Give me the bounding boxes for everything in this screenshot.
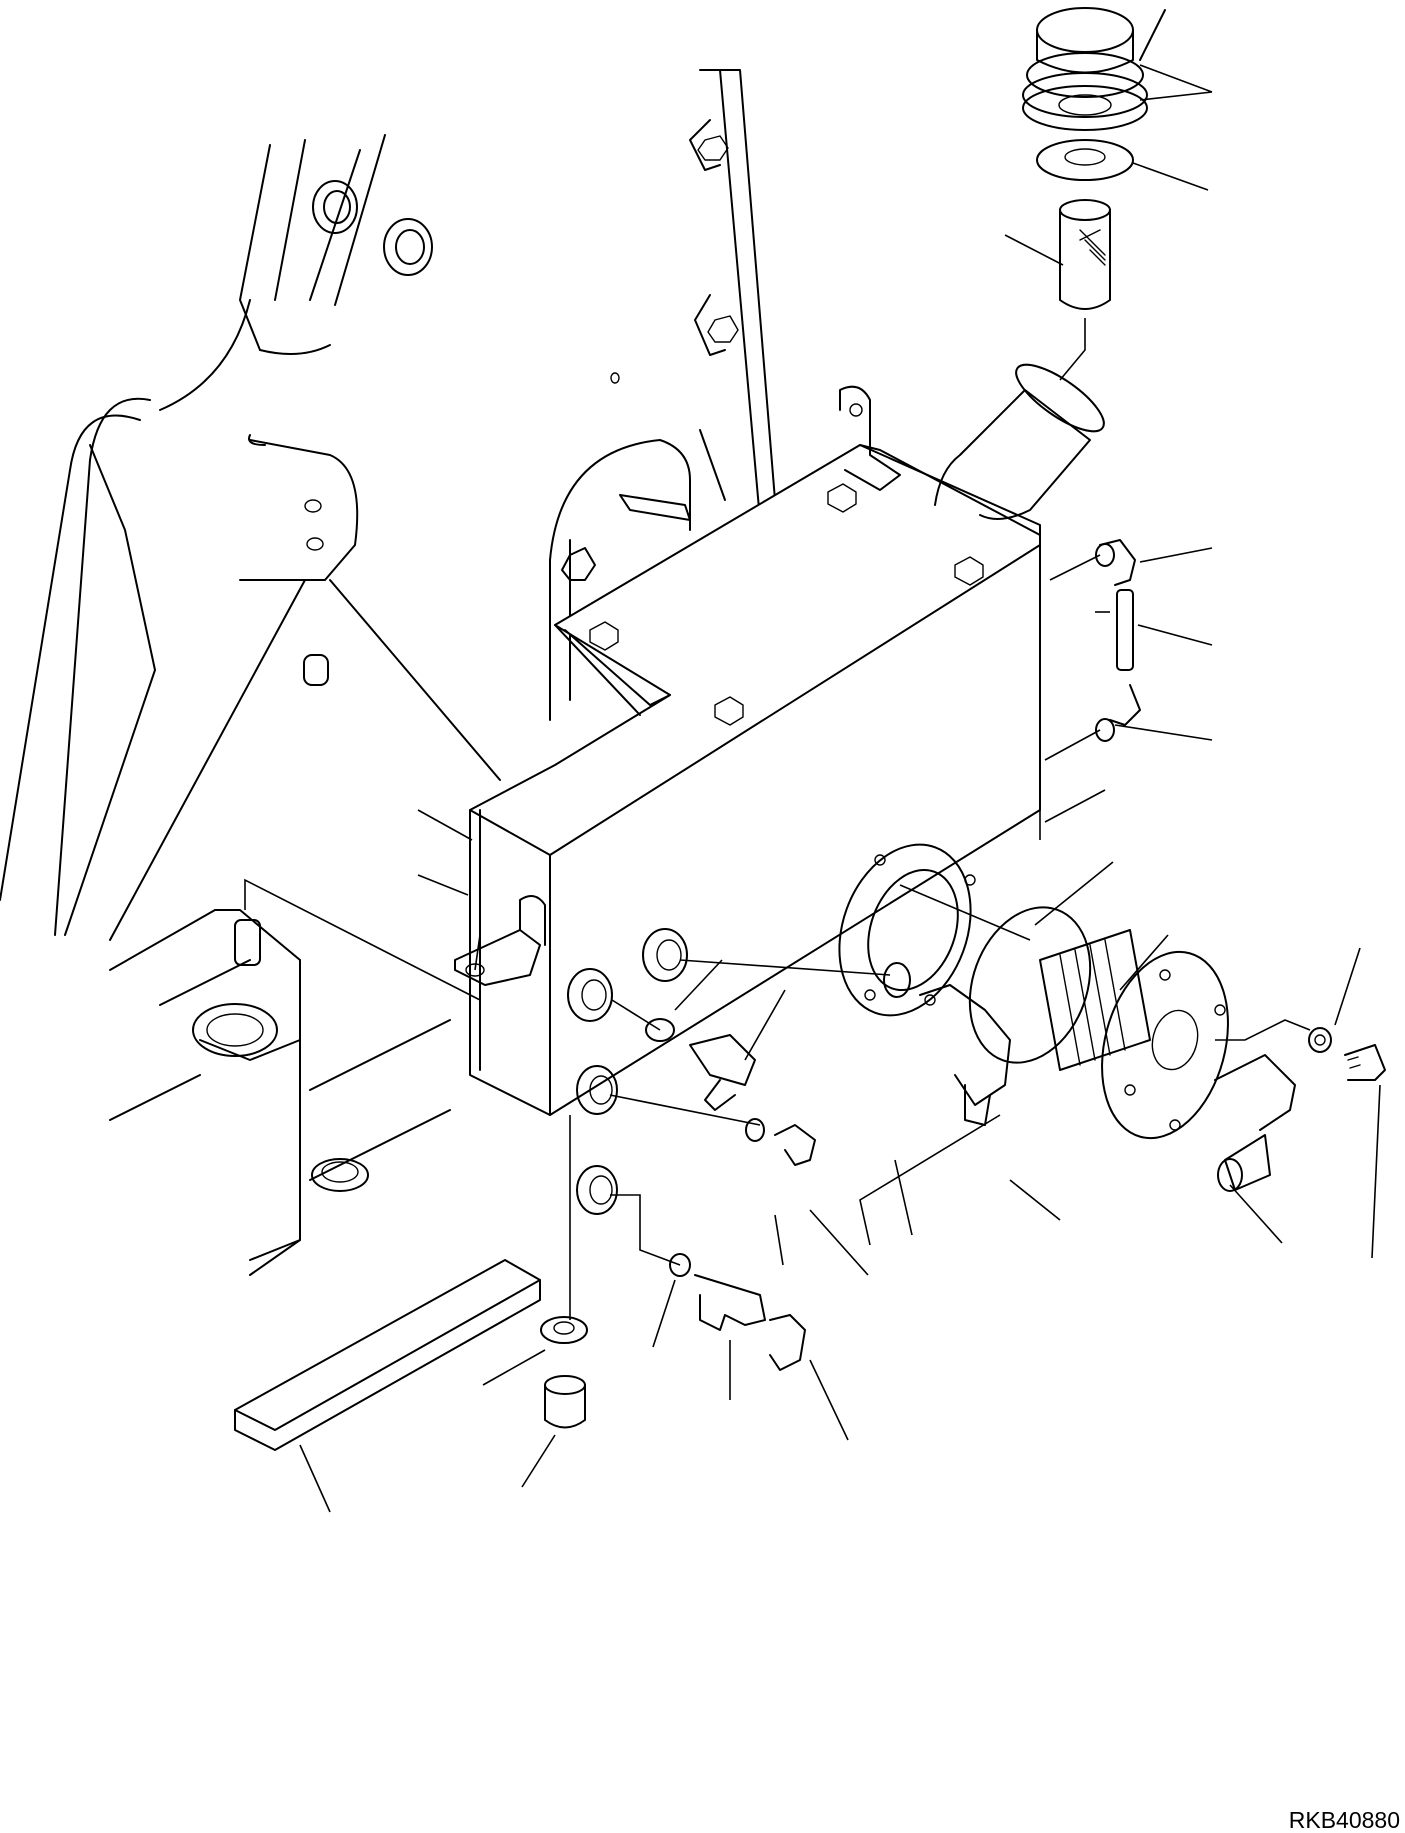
hydraulic-tank xyxy=(454,363,1105,1215)
assembly-lines xyxy=(244,554,1101,1320)
spacer-block xyxy=(234,1259,541,1451)
machine-frame xyxy=(0,134,501,1276)
callout-leaders xyxy=(299,64,1381,1513)
drain-plug xyxy=(540,1316,588,1429)
upper-fittings xyxy=(1095,539,1141,742)
breather-cap-assembly xyxy=(1022,7,1166,381)
flange-bolt xyxy=(1215,1019,1386,1081)
drawing-code: RKB40880 xyxy=(1289,1807,1400,1833)
suction-strainer xyxy=(968,906,1296,1192)
port-fittings xyxy=(645,962,1011,1371)
